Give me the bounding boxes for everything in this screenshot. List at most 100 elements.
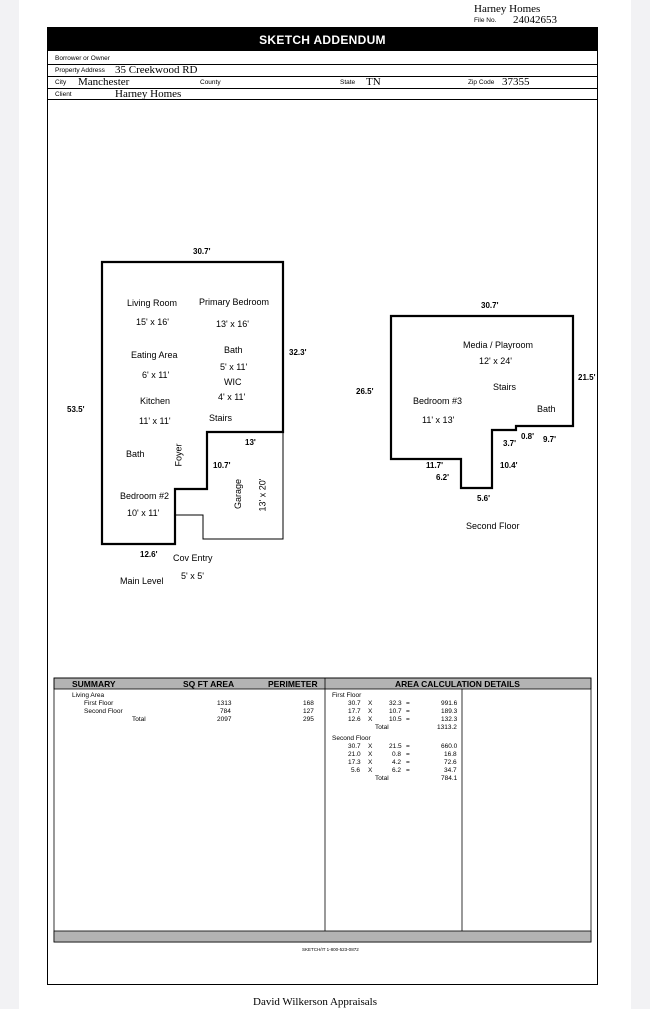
room-bed2: Bedroom #2: [120, 491, 170, 501]
room-stairs-2: Stairs: [493, 382, 517, 392]
area-header: SQ FT AREA: [183, 679, 235, 689]
company-name: Harney Homes: [474, 3, 541, 15]
calc-total: 784.1: [441, 775, 458, 782]
calc-a: 5.6: [351, 767, 361, 774]
main-level-outline: [100, 260, 285, 546]
file-no-label: File No.: [474, 17, 497, 24]
county-label: County: [200, 79, 221, 86]
calc-a: 21.0: [348, 751, 361, 758]
room-media: Media / Playroom: [463, 340, 534, 350]
zip-label: Zip Code: [468, 79, 495, 86]
summary-row-perimeter: 295: [303, 716, 314, 723]
garage-outline: [175, 431, 284, 540]
room-eating: Eating Area: [131, 350, 178, 360]
second-floor-title: Second Floor: [466, 521, 520, 531]
city-value: Manchester: [78, 76, 130, 88]
property-label: Property Address: [55, 67, 105, 74]
dim-garage-top: 13': [245, 438, 256, 447]
calc-eq: =: [406, 751, 410, 758]
calc-x: X: [368, 767, 373, 774]
calc-b: 6.2: [392, 767, 402, 774]
dim-main-bottom: 12.6': [140, 550, 158, 559]
calc-a: 30.7: [348, 700, 361, 707]
borrower-label: Borrower or Owner: [55, 55, 110, 62]
room-primary-dim: 13' x 16': [216, 319, 249, 329]
state-value: TN: [366, 76, 381, 88]
calc-result: 132.3: [441, 716, 458, 723]
calc-x: X: [368, 743, 373, 750]
calc-eq: =: [406, 708, 410, 715]
summary-row-perimeter: 127: [303, 708, 314, 715]
city-label: City: [55, 79, 67, 86]
summary-row-area: 1313: [217, 700, 232, 707]
room-cov-entry: Cov Entry: [173, 553, 213, 563]
dim-garage-left: 10.7': [213, 461, 231, 470]
calc-eq: =: [406, 716, 410, 723]
dim-second-08: 0.8': [521, 432, 535, 441]
room-kitchen: Kitchen: [140, 396, 171, 406]
calc-result: 16.8: [444, 751, 457, 758]
main-level-title: Main Level: [120, 576, 164, 586]
calc-first-floor-label: First Floor: [332, 692, 362, 699]
living-area-label: Living Area: [72, 692, 105, 699]
calc-b: 4.2: [392, 759, 402, 766]
room-living-dim: 15' x 16': [136, 317, 169, 327]
summary-row-label: Second Floor: [84, 708, 123, 715]
room-eating-dim: 6' x 11': [142, 370, 170, 380]
details-header: AREA CALCULATION DETAILS: [395, 679, 520, 689]
summary-row-area: 784: [220, 708, 231, 715]
calc-x: X: [368, 716, 373, 723]
calc-x: X: [368, 759, 373, 766]
summary-row-area: 2097: [217, 716, 232, 723]
calc-x: X: [368, 700, 373, 707]
second-floor-outline: [389, 314, 575, 490]
calc-result: 660.0: [441, 743, 458, 750]
calc-x: X: [368, 708, 373, 715]
calc-b: 10.5: [389, 716, 402, 723]
dim-main-right: 32.3': [289, 348, 307, 357]
room-living: Living Room: [127, 298, 178, 308]
calc-x: X: [368, 751, 373, 758]
state-label: State: [340, 79, 356, 86]
summary-header: SUMMARY: [72, 679, 116, 689]
calc-total-label: Total: [375, 724, 389, 731]
calc-a: 12.6: [348, 716, 361, 723]
calc-a: 17.3: [348, 759, 361, 766]
calc-eq: =: [406, 700, 410, 707]
room-bed3: Bedroom #3: [413, 396, 463, 406]
dim-second-56: 5.6': [477, 494, 491, 503]
calc-b: 21.5: [389, 743, 402, 750]
room-wic-dim: 4' x 11': [218, 392, 246, 402]
dim-second-97: 9.7': [543, 435, 557, 444]
summary-row-perimeter: 168: [303, 700, 314, 707]
calc-total: 1313.2: [437, 724, 457, 731]
dim-second-left: 26.5': [356, 387, 374, 396]
room-bath1-dim: 5' x 11': [220, 362, 248, 372]
dim-main-top: 30.7': [193, 247, 211, 256]
room-bed2-dim: 10' x 11': [127, 508, 160, 518]
summary-row-label: Total: [132, 716, 146, 723]
perimeter-header: PERIMETER: [268, 679, 318, 689]
dim-second-37: 3.7': [503, 439, 517, 448]
summary-row-label: First Floor: [84, 700, 114, 707]
room-wic: WIC: [224, 377, 242, 387]
calc-b: 10.7: [389, 708, 402, 715]
calc-eq: =: [406, 767, 410, 774]
room-bed3-dim: 11' x 13': [422, 415, 455, 425]
dim-second-right: 21.5': [578, 373, 596, 382]
zip-value: 37355: [502, 76, 530, 88]
dim-second-117: 11.7': [426, 461, 444, 470]
dim-second-top: 30.7': [481, 301, 499, 310]
calc-a: 30.7: [348, 743, 361, 750]
calc-eq: =: [406, 743, 410, 750]
dim-second-104: 10.4': [500, 461, 518, 470]
file-no: 24042653: [513, 14, 557, 26]
room-bath1: Bath: [224, 345, 243, 355]
calc-second-floor-label: Second Floor: [332, 735, 371, 742]
calc-b: 0.8: [392, 751, 402, 758]
dim-second-62: 6.2': [436, 473, 450, 482]
room-kitchen-dim: 11' x 11': [139, 416, 171, 426]
calc-result: 34.7: [444, 767, 457, 774]
